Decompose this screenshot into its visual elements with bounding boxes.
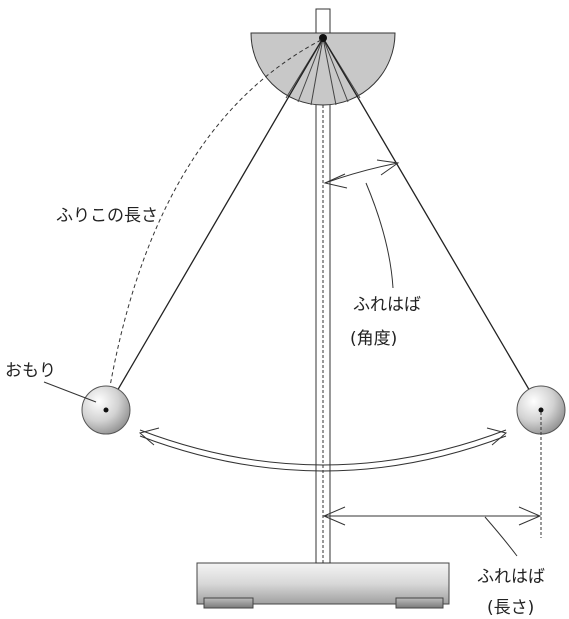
length-leader-line bbox=[484, 516, 518, 557]
angle-arrow bbox=[323, 159, 400, 189]
string-right bbox=[322, 37, 542, 411]
base-foot-right bbox=[395, 597, 444, 609]
stand-pole bbox=[315, 8, 331, 564]
stand-base bbox=[196, 562, 450, 609]
label-weight: おもり bbox=[5, 361, 56, 381]
label-pendulum-length: ふりこの長さ bbox=[56, 206, 158, 226]
label-amplitude-length-2: (長さ) bbox=[487, 598, 534, 618]
length-dashed-arc bbox=[105, 39, 322, 411]
weight-leader-line bbox=[43, 381, 97, 403]
string-left bbox=[105, 37, 324, 411]
label-amplitude-angle-1: ふれはば bbox=[353, 295, 421, 315]
swing-arc-arrow bbox=[138, 427, 508, 472]
base-foot-left bbox=[203, 597, 254, 609]
weight-left bbox=[81, 385, 131, 435]
protractor bbox=[250, 32, 396, 106]
weight-right bbox=[516, 385, 566, 435]
length-arrow bbox=[322, 506, 542, 526]
angle-leader-line bbox=[365, 182, 394, 289]
label-amplitude-length-1: ふれはば bbox=[477, 567, 545, 587]
label-amplitude-angle-2: (角度) bbox=[350, 329, 397, 349]
